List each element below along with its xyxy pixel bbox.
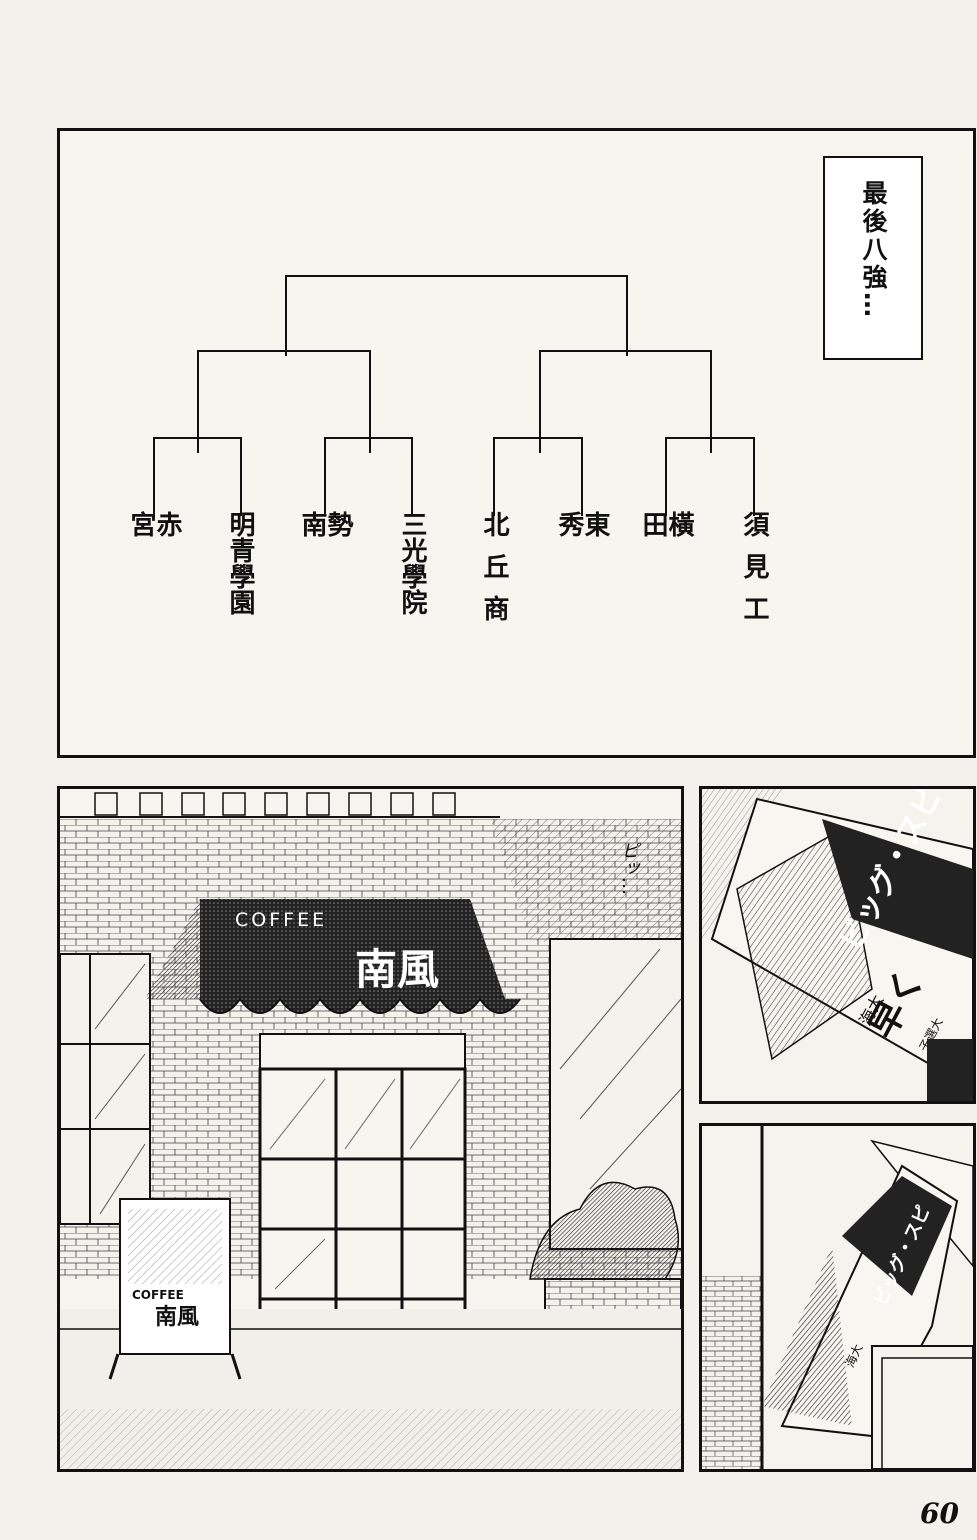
- team-seinan: 勢南: [297, 511, 353, 589]
- page-number: 60: [920, 1497, 959, 1530]
- team-sanko: 三光學院: [397, 511, 427, 615]
- sign-nanpu-text: 南風: [155, 1304, 199, 1330]
- magazine-panel-bottom: ビッグ・スピ 海大: [699, 1123, 976, 1472]
- sign-coffee-text: COFFEE: [132, 1288, 184, 1302]
- team-yokota: 橫田: [638, 511, 694, 589]
- team-toshu: 東秀: [554, 511, 610, 589]
- bracket-panel: 最後八強… 赤宮 明青學園 勢南 三光學院 北丘商 東秀 橫田 須見工: [57, 128, 976, 758]
- cafe-illustration: COFFEE 南風 COFFEE 南風: [60, 789, 681, 1469]
- sfx-beep: ピッ…: [618, 841, 639, 895]
- bracket-lines: [153, 275, 755, 516]
- caption-text: 最後八強…: [859, 180, 888, 320]
- magazine-panel-top: ビッグ・スピ 早く 海大 子選大: [699, 786, 976, 1104]
- team-akamiya: 赤宮: [126, 511, 182, 589]
- team-kitaoka: 北丘商: [479, 511, 509, 637]
- magazine-illustration-1: ビッグ・スピ 早く 海大 子選大: [702, 789, 973, 1101]
- awning-nanpu-text: 南風: [355, 945, 439, 994]
- cafe-panel: COFFEE 南風 COFFEE 南風 ピッ…: [57, 786, 684, 1472]
- caption-box: 最後八強…: [823, 156, 923, 360]
- team-sumiko: 須見工: [739, 511, 769, 637]
- awning-coffee-text: COFFEE: [235, 909, 327, 931]
- team-meisei: 明青學園: [225, 511, 255, 615]
- magazine-illustration-2: ビッグ・スピ 海大: [702, 1126, 973, 1469]
